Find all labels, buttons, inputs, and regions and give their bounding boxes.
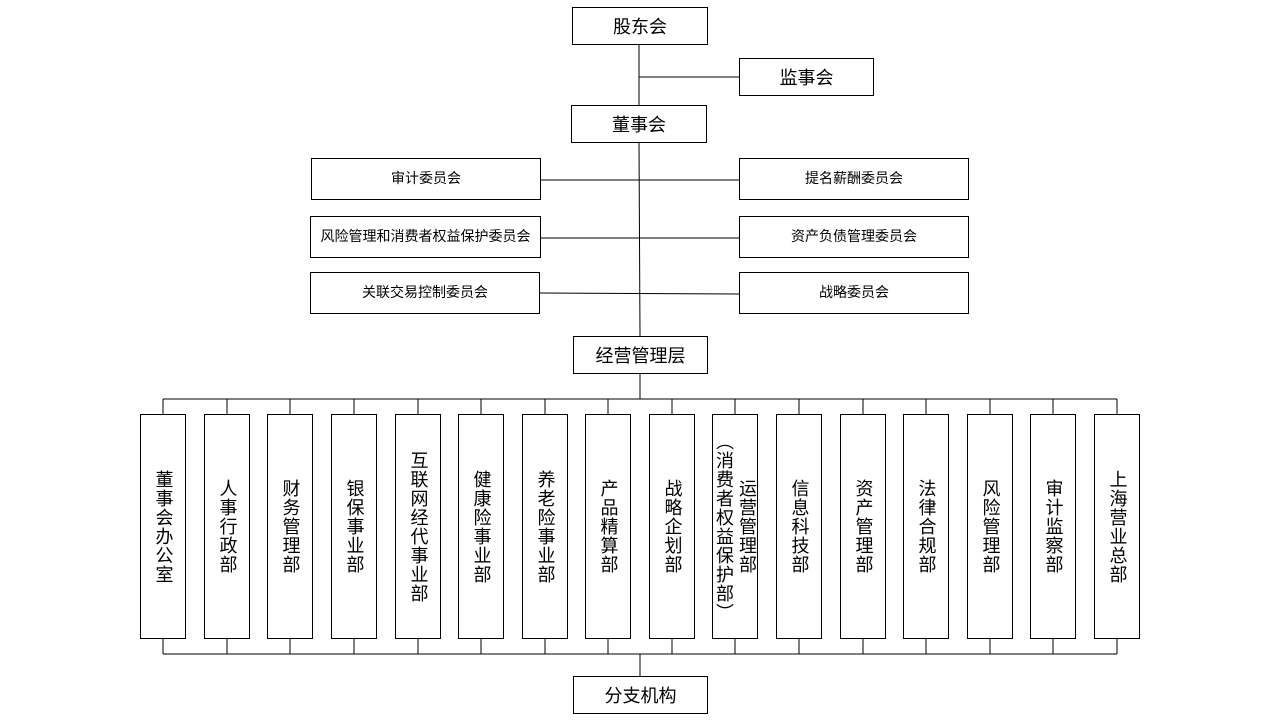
dept-box-12: 资产管理部 [840, 414, 886, 639]
committee-left-3: 关联交易控制委员会 [310, 272, 540, 314]
dept-box-10: 运营管理部 （消费者权益保护部） [712, 414, 758, 639]
committee-right-1: 提名薪酬委员会 [739, 158, 969, 200]
supervisors-label: 监事会 [779, 68, 834, 89]
committee-left-1: 审计委员会 [311, 158, 541, 200]
dept-box-16: 上海营业总部 [1094, 414, 1140, 639]
committee-right-2-label: 资产负债管理委员会 [791, 228, 917, 245]
dept-box-4: 银保事业部 [331, 414, 377, 639]
dept-label-5: 互联网经代事业部 [407, 450, 429, 603]
dept-label-9: 战略企划部 [661, 479, 683, 574]
dept-box-5: 互联网经代事业部 [395, 414, 441, 639]
dept-box-6: 健康险事业部 [458, 414, 504, 639]
connector-line-3 [638, 142, 641, 337]
dept-box-7: 养老险事业部 [522, 414, 568, 639]
dept-label-15: 审计监察部 [1042, 479, 1064, 574]
connector-line-6 [539, 292, 740, 295]
dept-box-8: 产品精算部 [585, 414, 631, 639]
dept-label-16: 上海营业总部 [1106, 469, 1128, 584]
committee-right-1-label: 提名薪酬委员会 [805, 170, 903, 187]
branches-box: 分支机构 [573, 676, 708, 714]
dept-box-15: 审计监察部 [1030, 414, 1076, 639]
dept-label-1: 董事会办公室 [152, 469, 174, 584]
dept-label-2: 人事行政部 [216, 479, 238, 574]
board-label: 董事会 [612, 115, 666, 136]
dept-label-4: 银保事业部 [343, 479, 365, 574]
management-box: 经营管理层 [573, 336, 708, 374]
shareholders-box: 股东会 [572, 7, 708, 45]
board-box: 董事会 [571, 105, 707, 143]
dept-label-12: 资产管理部 [852, 479, 874, 574]
committee-left-3-label: 关联交易控制委员会 [362, 284, 488, 301]
dept-label-7: 养老险事业部 [534, 469, 556, 584]
management-label: 经营管理层 [595, 346, 686, 367]
dept-box-1: 董事会办公室 [140, 414, 186, 639]
dept-label-6: 健康险事业部 [470, 469, 492, 584]
dept-label-14: 风险管理部 [979, 479, 1001, 574]
dept-box-11: 信息科技部 [776, 414, 822, 639]
dept-label-11: 信息科技部 [788, 479, 810, 574]
committee-right-3-label: 战略委员会 [819, 284, 889, 301]
dept-label-3: 财务管理部 [279, 479, 301, 574]
dept-box-13: 法律合规部 [903, 414, 949, 639]
dept-label-10: 运营管理部 （消费者权益保护部） [713, 431, 757, 622]
dept-box-3: 财务管理部 [267, 414, 313, 639]
dept-box-2: 人事行政部 [204, 414, 250, 639]
dept-box-9: 战略企划部 [649, 414, 695, 639]
committee-left-2-label: 风险管理和消费者权益保护委员会 [320, 228, 531, 245]
committee-right-3: 战略委员会 [739, 272, 969, 314]
committee-left-1-label: 审计委员会 [391, 170, 461, 187]
supervisors-box: 监事会 [739, 58, 874, 96]
committee-right-2: 资产负债管理委员会 [739, 216, 969, 258]
dept-box-14: 风险管理部 [967, 414, 1013, 639]
dept-label-13: 法律合规部 [915, 479, 937, 574]
branches-label: 分支机构 [604, 686, 677, 707]
committee-left-2: 风险管理和消费者权益保护委员会 [310, 216, 541, 258]
shareholders-label: 股东会 [613, 17, 667, 38]
dept-label-8: 产品精算部 [597, 479, 619, 574]
